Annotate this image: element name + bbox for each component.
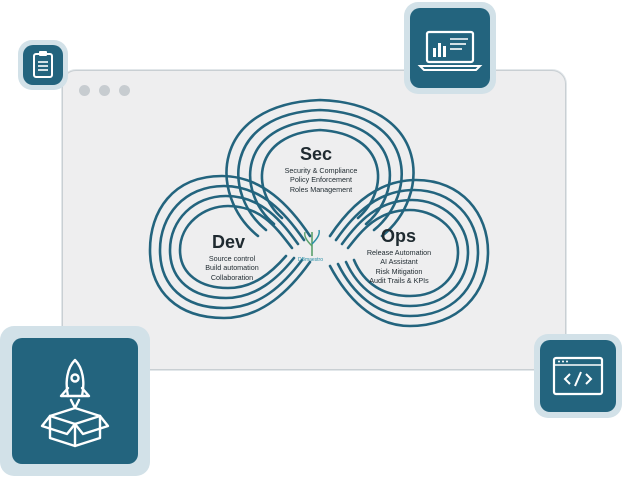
ops-item: Risk Mitigation [375, 266, 423, 276]
clipboard-tile[interactable] [18, 40, 68, 90]
ops-loop-2 [334, 188, 480, 318]
sec-item: Security & Compliance [284, 166, 358, 175]
rocket-box-tile[interactable] [0, 326, 150, 476]
dev-items: Source control Build automation Collabor… [188, 254, 276, 282]
laptop-chart-tile[interactable] [404, 2, 496, 94]
code-window-tile[interactable] [534, 334, 622, 418]
ops-item: AI Assistant [380, 257, 418, 267]
ops-title: Ops [381, 226, 417, 246]
dev-item: Source control [208, 254, 256, 263]
dev-loop-3 [168, 194, 300, 300]
ops-item: Release Automation [366, 248, 432, 257]
dbmaestro-logo-mark [304, 229, 320, 256]
dev-loop-outer [148, 174, 312, 320]
sec-item: Policy Enforcement [290, 175, 352, 185]
window-controls [79, 85, 130, 96]
laptop-chart-icon [417, 30, 483, 71]
window-dot[interactable] [119, 85, 130, 96]
clipboard-icon [33, 51, 53, 78]
dev-loop-2 [158, 184, 306, 310]
ops-loop-inner [346, 208, 460, 298]
code-window-icon [552, 356, 604, 396]
dev-title: Dev [212, 232, 246, 252]
sec-items: Security & Compliance Policy Enforcement… [262, 166, 380, 194]
ops-loop-outer [328, 178, 490, 328]
sec-title: Sec [300, 144, 333, 164]
window-dot[interactable] [79, 85, 90, 96]
sec-item: Roles Management [289, 184, 353, 194]
ops-item: Audit Trails & KPIs [369, 275, 429, 285]
dev-loop-inner [178, 204, 294, 290]
dev-item: Build automation [205, 263, 259, 273]
ops-items: Release Automation AI Assistant Risk Mit… [356, 248, 442, 285]
window-dot[interactable] [99, 85, 110, 96]
sec-loop-3 [248, 118, 392, 226]
dev-item: Collaboration [210, 272, 254, 282]
dbmaestro-logo-text: DBmaestro [298, 257, 324, 263]
ops-loop-3 [340, 198, 470, 308]
rocket-box-icon [40, 358, 110, 448]
